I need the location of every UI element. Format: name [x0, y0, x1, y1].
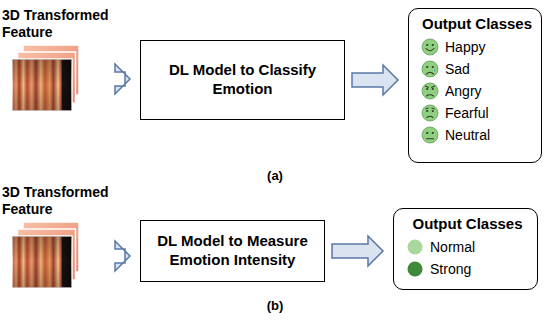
model-name: DL Model to Measure Emotion Intensity [151, 232, 314, 270]
output-title: Output Classes [406, 215, 529, 232]
class-row: Happy [421, 36, 533, 58]
output-title: Output Classes [421, 15, 533, 32]
model-box: DL Model to Measure Emotion Intensity [140, 220, 325, 282]
image-stack [12, 45, 79, 111]
class-icon [421, 104, 439, 122]
output-box: Output ClassesNormalStrong [393, 208, 538, 290]
class-icon [421, 126, 439, 144]
feature-image: 3D Transformed Feature [12, 45, 118, 113]
class-row: Sad [421, 58, 533, 80]
class-name: Angry [445, 83, 482, 99]
emotion-face [422, 105, 438, 121]
emotion-face [422, 83, 438, 99]
intensity-dot [408, 262, 423, 277]
model-box: DL Model to Classify Emotion [140, 40, 345, 120]
block-arrow [352, 65, 398, 95]
class-name: Sad [445, 61, 470, 77]
emotion-face [422, 61, 438, 77]
output-box: Output ClassesHappySadAngryFearfulNeutra… [408, 8, 542, 163]
emotion-face [422, 127, 438, 143]
block-arrow [115, 241, 130, 271]
class-row: Normal [406, 236, 529, 258]
class-icon [421, 82, 439, 100]
class-icon [406, 238, 424, 256]
intensity-dot [408, 240, 423, 255]
class-name: Normal [430, 239, 475, 255]
class-row: Strong [406, 258, 529, 280]
class-name: Neutral [445, 127, 490, 143]
emotion-face [422, 39, 438, 55]
class-row: Fearful [421, 102, 533, 124]
class-name: Fearful [445, 105, 489, 121]
block-arrow [332, 236, 383, 266]
class-row: Angry [421, 80, 533, 102]
class-icon [421, 38, 439, 56]
model-name: DL Model to Classify Emotion [151, 61, 334, 99]
class-icon [421, 60, 439, 78]
block-arrow [115, 64, 130, 94]
class-row: Neutral [421, 124, 533, 146]
class-name: Happy [445, 39, 485, 55]
subfigure-label: (b) [267, 298, 284, 313]
class-name: Strong [430, 261, 471, 277]
feature-image: 3D Transformed Feature [12, 222, 118, 290]
subfigure-label: (a) [267, 168, 283, 183]
class-icon [406, 260, 424, 278]
feature-heading: 3D Transformed Feature [2, 7, 114, 41]
feature-heading: 3D Transformed Feature [2, 184, 114, 218]
image-stack [12, 222, 79, 288]
